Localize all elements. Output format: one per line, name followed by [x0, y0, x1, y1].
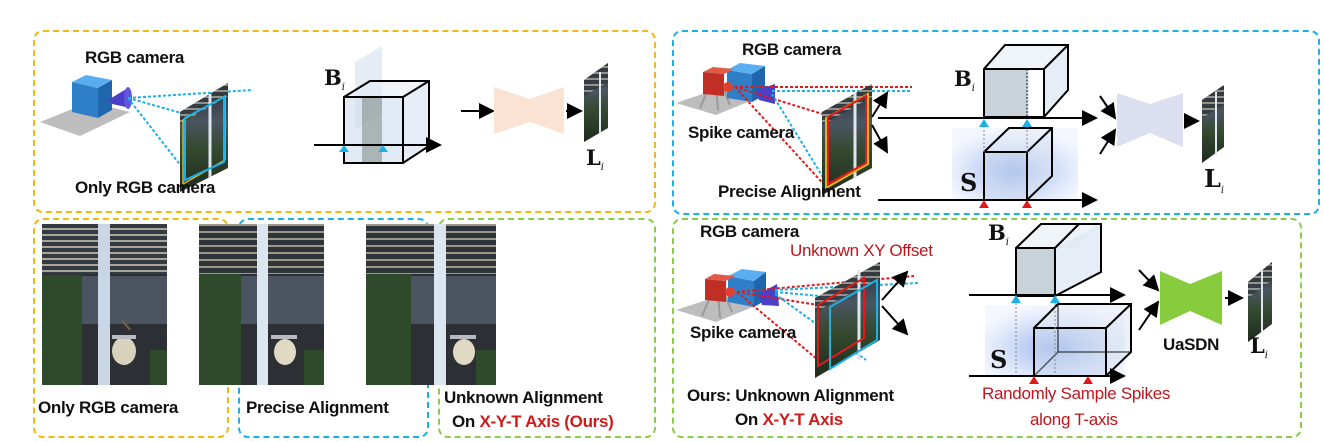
spike-camera-icon	[705, 279, 726, 302]
misaligned-frame	[815, 262, 880, 378]
deblur-network-icon	[1117, 93, 1183, 147]
output-sharp-frame	[584, 63, 608, 142]
captured-frame	[180, 83, 228, 192]
rgb-camera-icon	[727, 70, 752, 102]
spike-field-of-view	[817, 276, 865, 368]
lens-icon	[757, 84, 775, 104]
spike-start-marker	[1029, 376, 1039, 384]
comparison-photo-precise	[199, 224, 324, 385]
random-sample-label-line2: along T-axis	[1030, 410, 1118, 429]
rgb-field-of-view	[829, 278, 878, 371]
spike-volume-cube	[983, 126, 1053, 201]
rgb-camera-label: RGB camera	[85, 48, 185, 67]
dual-rays-top	[734, 86, 912, 191]
spike-symbol: S	[990, 345, 1008, 374]
rgb-camera-icon	[72, 82, 98, 118]
panel-precise-alignment	[672, 30, 1320, 215]
deblur-network-icon	[494, 87, 564, 134]
rgb-only-camera-rig	[40, 75, 132, 136]
spike-camera-icon	[703, 72, 724, 96]
blur-symbol: Bi	[954, 66, 975, 95]
spike-symbol: S	[960, 168, 978, 197]
ours-caption-line2: On X-Y-T Axis	[735, 410, 843, 429]
blur-start-marker	[339, 145, 349, 152]
comparison-photo-ours	[366, 224, 496, 385]
only-rgb-caption: Only RGB camera	[75, 178, 216, 197]
blur-start-marker	[1011, 295, 1021, 303]
blur-start-marker	[979, 119, 989, 127]
precise-alignment-caption: Precise Alignment	[718, 182, 861, 201]
output-sharp-frame	[1202, 85, 1224, 163]
blur-symbol: Bi	[324, 65, 345, 94]
blur-end-marker	[1050, 295, 1060, 303]
blur-symbol: Bi	[988, 220, 1009, 249]
spike-end-marker	[1083, 376, 1093, 384]
random-sample-label-line1: Randomly Sample Spikes	[982, 384, 1171, 403]
panel-ours	[672, 218, 1302, 438]
output-symbol: Li	[586, 145, 604, 174]
aligned-frame	[822, 84, 872, 195]
spike-volume-cube	[1015, 303, 1132, 377]
spike-camera-label: Spike camera	[690, 323, 797, 342]
rgb-camera-icon	[728, 276, 754, 307]
xyt-axis-highlight: X-Y-T Axis (Ours)	[479, 412, 614, 431]
comparison-caption-ours-line2: On X-Y-T Axis (Ours)	[452, 412, 614, 431]
blur-volume-cube	[1015, 223, 1102, 297]
output-symbol: Li	[1250, 333, 1268, 362]
blur-end-marker	[378, 145, 388, 152]
uasdn-label: UaSDN	[1163, 335, 1220, 354]
blur-end-marker	[1022, 119, 1032, 127]
comparison-caption-precise: Precise Alignment	[246, 398, 389, 417]
panel-only-rgb	[33, 30, 656, 213]
comparison-caption-ours-line1: Unknown Alignment	[444, 388, 603, 407]
spike-camera-label: Spike camera	[688, 123, 795, 142]
rgb-camera-label: RGB camera	[700, 222, 800, 241]
rgb-camera-label: RGB camera	[742, 40, 842, 59]
comparison-photo-rgb-only	[42, 224, 167, 385]
blur-volume-cube	[983, 44, 1069, 118]
output-sharp-frame	[1248, 262, 1272, 342]
blur-volume-cube	[343, 46, 430, 164]
spike-end-marker	[1022, 200, 1032, 208]
spike-start-marker	[979, 200, 989, 208]
unknown-xy-offset-label: Unknown XY Offset	[790, 241, 933, 260]
dual-camera-rig-top	[676, 63, 775, 115]
xyt-axis-highlight: X-Y-T Axis	[762, 410, 843, 429]
uasdn-network-icon	[1160, 271, 1222, 325]
ours-caption-line1: Ours: Unknown Alignment	[687, 386, 894, 405]
dual-camera-rig-bottom	[676, 269, 779, 322]
comparison-caption-rgb-only: Only RGB camera	[38, 398, 179, 417]
output-symbol: Li	[1204, 164, 1225, 196]
